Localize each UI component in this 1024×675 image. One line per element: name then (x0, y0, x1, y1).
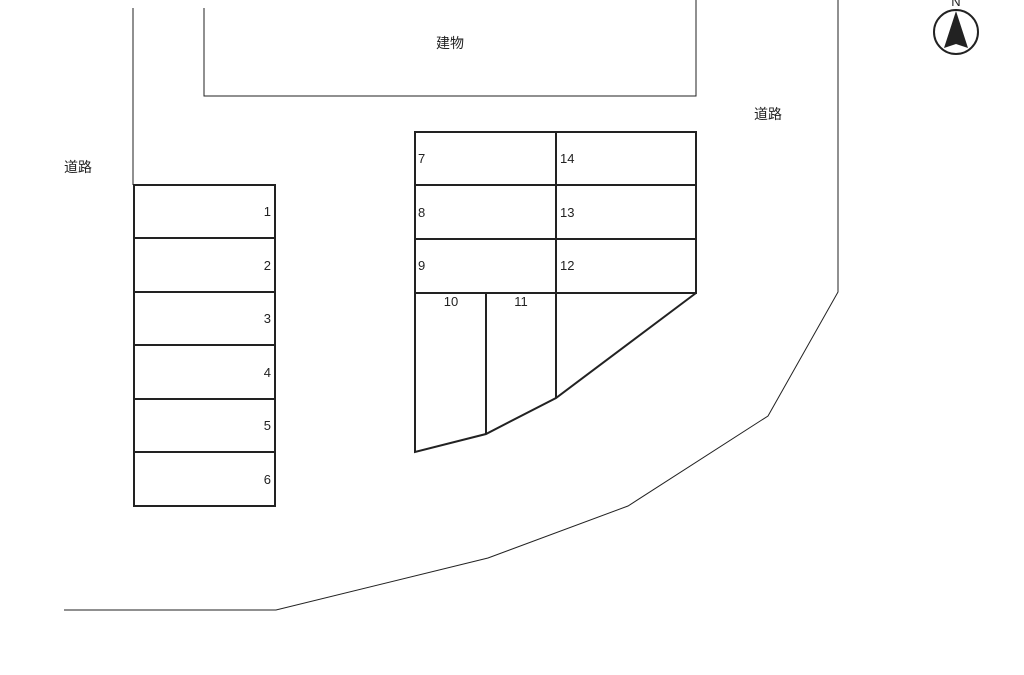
parking-space-4: 4 (264, 365, 271, 380)
parking-space-8: 8 (418, 205, 425, 220)
parking-space-14: 14 (560, 151, 574, 166)
parking-space-5: 5 (264, 418, 271, 433)
parking-space-12: 12 (560, 258, 574, 273)
parking-space-2: 2 (264, 258, 271, 273)
road-label-right: 道路 (754, 107, 782, 123)
parking-space-11: 11 (514, 294, 528, 309)
building-label: 建物 (436, 36, 464, 52)
parking-space-13: 13 (560, 205, 574, 220)
parking-space-3: 3 (264, 311, 271, 326)
parking-space-1: 1 (264, 204, 271, 219)
north-arrow-icon (944, 11, 968, 48)
parking-space-10: 10 (444, 294, 458, 309)
parking-space-6: 6 (264, 472, 271, 487)
north-label: N (951, 0, 960, 9)
compass-circle-icon (933, 9, 979, 55)
curved-road-edge (64, 0, 839, 611)
north-compass: N (933, 0, 979, 55)
parking-space-9: 9 (418, 258, 425, 273)
road-label-left: 道路 (64, 160, 92, 176)
building-outline (203, 0, 697, 97)
parking-space-7: 7 (418, 151, 425, 166)
